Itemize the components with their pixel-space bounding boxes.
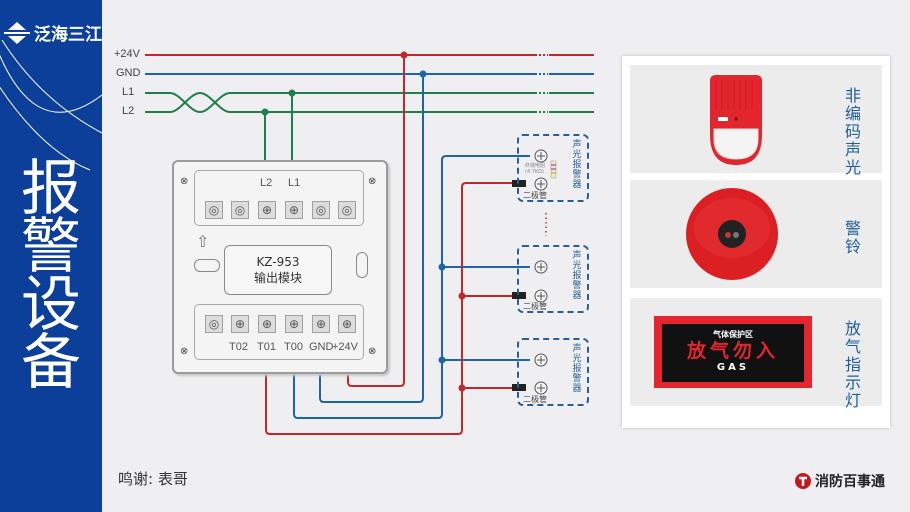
title-char: 报: [21, 154, 81, 224]
sound-light-alarm-2: 声光报警器 二极管: [517, 245, 589, 313]
diode-icon: [512, 180, 526, 187]
output-module-kz953: ⊗ ⊗ ⊗ ⊗ L2 L1 ◎ ◎ ⊕ ⊕ ◎ ◎ ⇧ KZ-953 输出模块 …: [172, 160, 388, 374]
junction: [438, 263, 446, 271]
device-label: 放气指示灯: [844, 319, 861, 410]
terminal-screw-icon: ⊕: [258, 201, 276, 219]
device-card-alarm-bell: 警铃: [630, 180, 882, 288]
brand-name: 消防百事通: [815, 474, 885, 490]
bus-label-l1: L1: [122, 86, 135, 98]
terminal-label-t01: T01: [257, 341, 276, 353]
terminal-nut-icon: ◎: [205, 315, 223, 333]
terminal-nut-icon: ◎: [231, 201, 249, 219]
terminal-screw-icon: ⊕: [258, 315, 276, 333]
terminal-nut-icon: ◎: [338, 201, 356, 219]
wire-output-negative: [293, 155, 530, 419]
alarm-2-terminals: [512, 260, 548, 303]
alarm-1-terminals: [512, 149, 557, 191]
terminal-screw-icon: ⊕: [338, 315, 356, 333]
sign-main: 放气勿入: [686, 340, 779, 362]
brand-logo: 泛海三江: [4, 20, 102, 45]
sound-light-alarm-1: 声光报警器 终端电阻(4.7KΩ) 二极管: [517, 134, 589, 202]
bus-label-24v: +24V: [114, 48, 140, 60]
alarm-label: 声光报警器: [572, 251, 582, 301]
title-char: 设: [21, 270, 81, 340]
slot-vertical: [356, 252, 368, 278]
terminal-label-24v: +24V: [332, 341, 358, 353]
junction: [438, 356, 446, 364]
module-model: KZ-953: [256, 255, 300, 269]
diode-label: 二极管: [523, 302, 547, 311]
arrow-up-icon: ⇧: [196, 232, 210, 251]
title-char: 警: [21, 212, 81, 282]
device-label: 警铃: [844, 219, 861, 256]
junction: [419, 70, 427, 78]
diode-label: 二极管: [523, 191, 547, 200]
bus-label-l2: L2: [122, 105, 135, 117]
bus-label-gnd: GND: [116, 67, 141, 79]
top-terminal-block: L2 L1 ◎ ◎ ⊕ ⊕ ◎ ◎: [194, 170, 364, 226]
sign-header: 气体保护区: [713, 330, 753, 339]
alarm-bell-image: [686, 188, 778, 280]
terminal-screw-icon: ⊕: [285, 315, 303, 333]
brand-watermark: 消防百事通: [794, 471, 885, 491]
alarm-3-terminals: [512, 353, 548, 395]
junction: [458, 384, 466, 392]
logo-icon: [4, 21, 30, 44]
device-label: 非编码声光: [844, 86, 861, 177]
alarm-label: 声光报警器: [572, 344, 582, 394]
terminal-nut-icon: ◎: [205, 201, 223, 219]
brand-logo-icon: [795, 473, 811, 489]
junction: [458, 292, 466, 300]
module-name: 输出模块: [253, 271, 302, 285]
device-gallery: 非编码声光 警铃 气体保护区 放气勿入 GAS 放气指示灯: [622, 56, 890, 428]
terminal-screw-icon: ⊕: [312, 315, 330, 333]
title-char: 备: [21, 328, 81, 398]
strobe-siren-image: [710, 75, 762, 165]
gas-sign-image: 气体保护区 放气勿入 GAS: [654, 316, 812, 388]
bus-l1: [145, 91, 594, 113]
wire-output-positive: [265, 182, 512, 435]
wire-24v-supply: [347, 55, 405, 387]
sign-sub: GAS: [716, 362, 750, 373]
junction: [288, 89, 296, 97]
device-card-gas-release-light: 气体保护区 放气勿入 GAS 放气指示灯: [630, 298, 882, 410]
wire-gnd-supply: [319, 74, 424, 403]
terminal-screw-icon: ⊕: [231, 315, 249, 333]
credit-text: 鸣谢: 表哥: [118, 470, 188, 488]
resistor-label: 终端电阻(4.7KΩ): [525, 163, 546, 175]
terminal-label-t00: T00: [284, 341, 303, 353]
page-title: 报 警 设 备: [16, 154, 86, 398]
terminal-label-gnd: GND: [309, 341, 334, 353]
diode-icon: [512, 292, 526, 299]
screw-icon: ⊗: [368, 346, 377, 357]
screw-icon: ⊗: [180, 346, 189, 357]
diode-label: 二极管: [523, 395, 547, 404]
terminal-label-l2: L2: [260, 177, 273, 189]
junction: [261, 108, 269, 116]
bottom-terminal-block: ◎ ⊕ ⊕ ⊕ ⊕ ⊕ T02 T01 T00 GND +24V: [194, 304, 364, 360]
screw-icon: ⊗: [368, 176, 377, 187]
junction: [400, 51, 408, 59]
diode-icon: [512, 384, 526, 391]
slot-horizontal: [194, 259, 220, 272]
terminal-nut-icon: ◎: [312, 201, 330, 219]
terminal-label-l1: L1: [288, 177, 301, 189]
sidebar: 泛海三江 报 警 设 备: [0, 0, 102, 512]
alarm-label: 声光报警器: [572, 140, 582, 190]
terminal-label-t02: T02: [229, 341, 248, 353]
module-label-box: KZ-953 输出模块: [224, 245, 332, 295]
terminal-screw-icon: ⊕: [285, 201, 303, 219]
logo-text: 泛海三江: [34, 25, 102, 45]
decorative-arcs: [0, 39, 102, 171]
sound-light-alarm-3: 声光报警器 二极管: [517, 338, 589, 406]
screw-icon: ⊗: [180, 176, 189, 187]
device-card-strobe-siren: 非编码声光: [630, 65, 882, 177]
